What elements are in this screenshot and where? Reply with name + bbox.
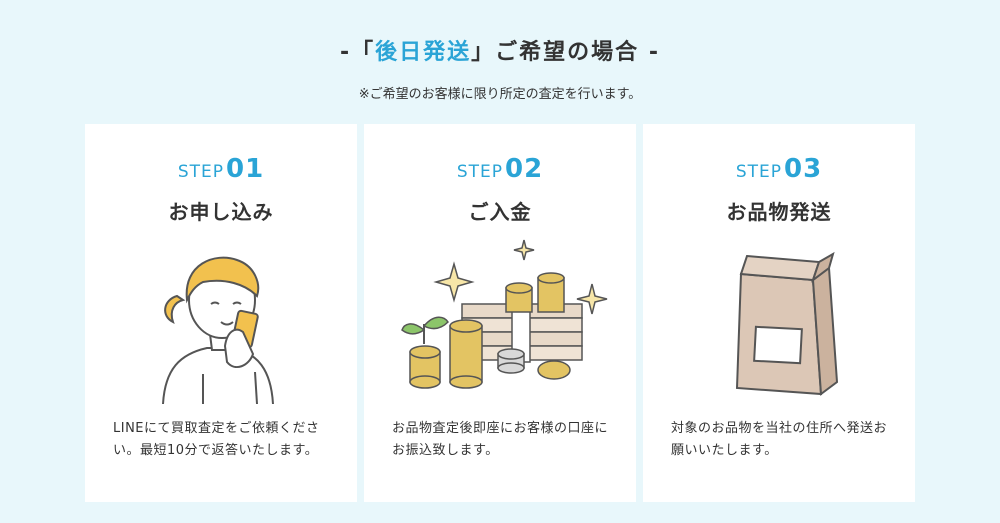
step-number: 02 (504, 154, 544, 184)
section-heading: -「後日発送」ご希望の場合 - (0, 34, 1000, 66)
steps-list: STEP01 お申し込み LINEにて買取査定をご依頼くださ (85, 124, 915, 502)
section-note: ※ご希望のお客様に限り所定の査定を行います。 (358, 87, 642, 102)
step-word: STEP (177, 162, 224, 182)
step-word: STEP (735, 162, 782, 182)
step-number: 03 (783, 154, 823, 184)
step-card-03: STEP03 お品物発送 対象のお品物を当社の住所へ発送お願いいたします。 (643, 124, 915, 502)
heading-prefix: -「 (340, 40, 376, 65)
money-coins-icon (401, 239, 608, 389)
step-description: 対象のお品物を当社の住所へ発送お願いいたします。 (671, 421, 888, 458)
paper-bag-icon (735, 251, 839, 396)
step-title: ご入金 (468, 200, 532, 224)
woman-phone-icon (162, 256, 274, 404)
step-label: STEP02 (364, 154, 636, 184)
step-label: STEP01 (85, 154, 357, 184)
heading-suffix: 」ご希望の場合 - (471, 40, 660, 65)
step-word: STEP (456, 162, 503, 182)
step-title: お品物発送 (726, 200, 832, 224)
step-description: お品物査定後即座にお客様の口座にお振込致します。 (392, 421, 609, 458)
heading-highlight: 後日発送 (375, 40, 472, 65)
step-title: お申し込み (168, 200, 274, 224)
step-label: STEP03 (643, 154, 915, 184)
step-description: LINEにて買取査定をご依頼ください。最短10分で返答いたします。 (113, 421, 320, 458)
step-card-02: STEP02 ご入金 (364, 124, 636, 502)
step-card-01: STEP01 お申し込み LINEにて買取査定をご依頼くださ (85, 124, 357, 502)
step-number: 01 (225, 154, 265, 184)
